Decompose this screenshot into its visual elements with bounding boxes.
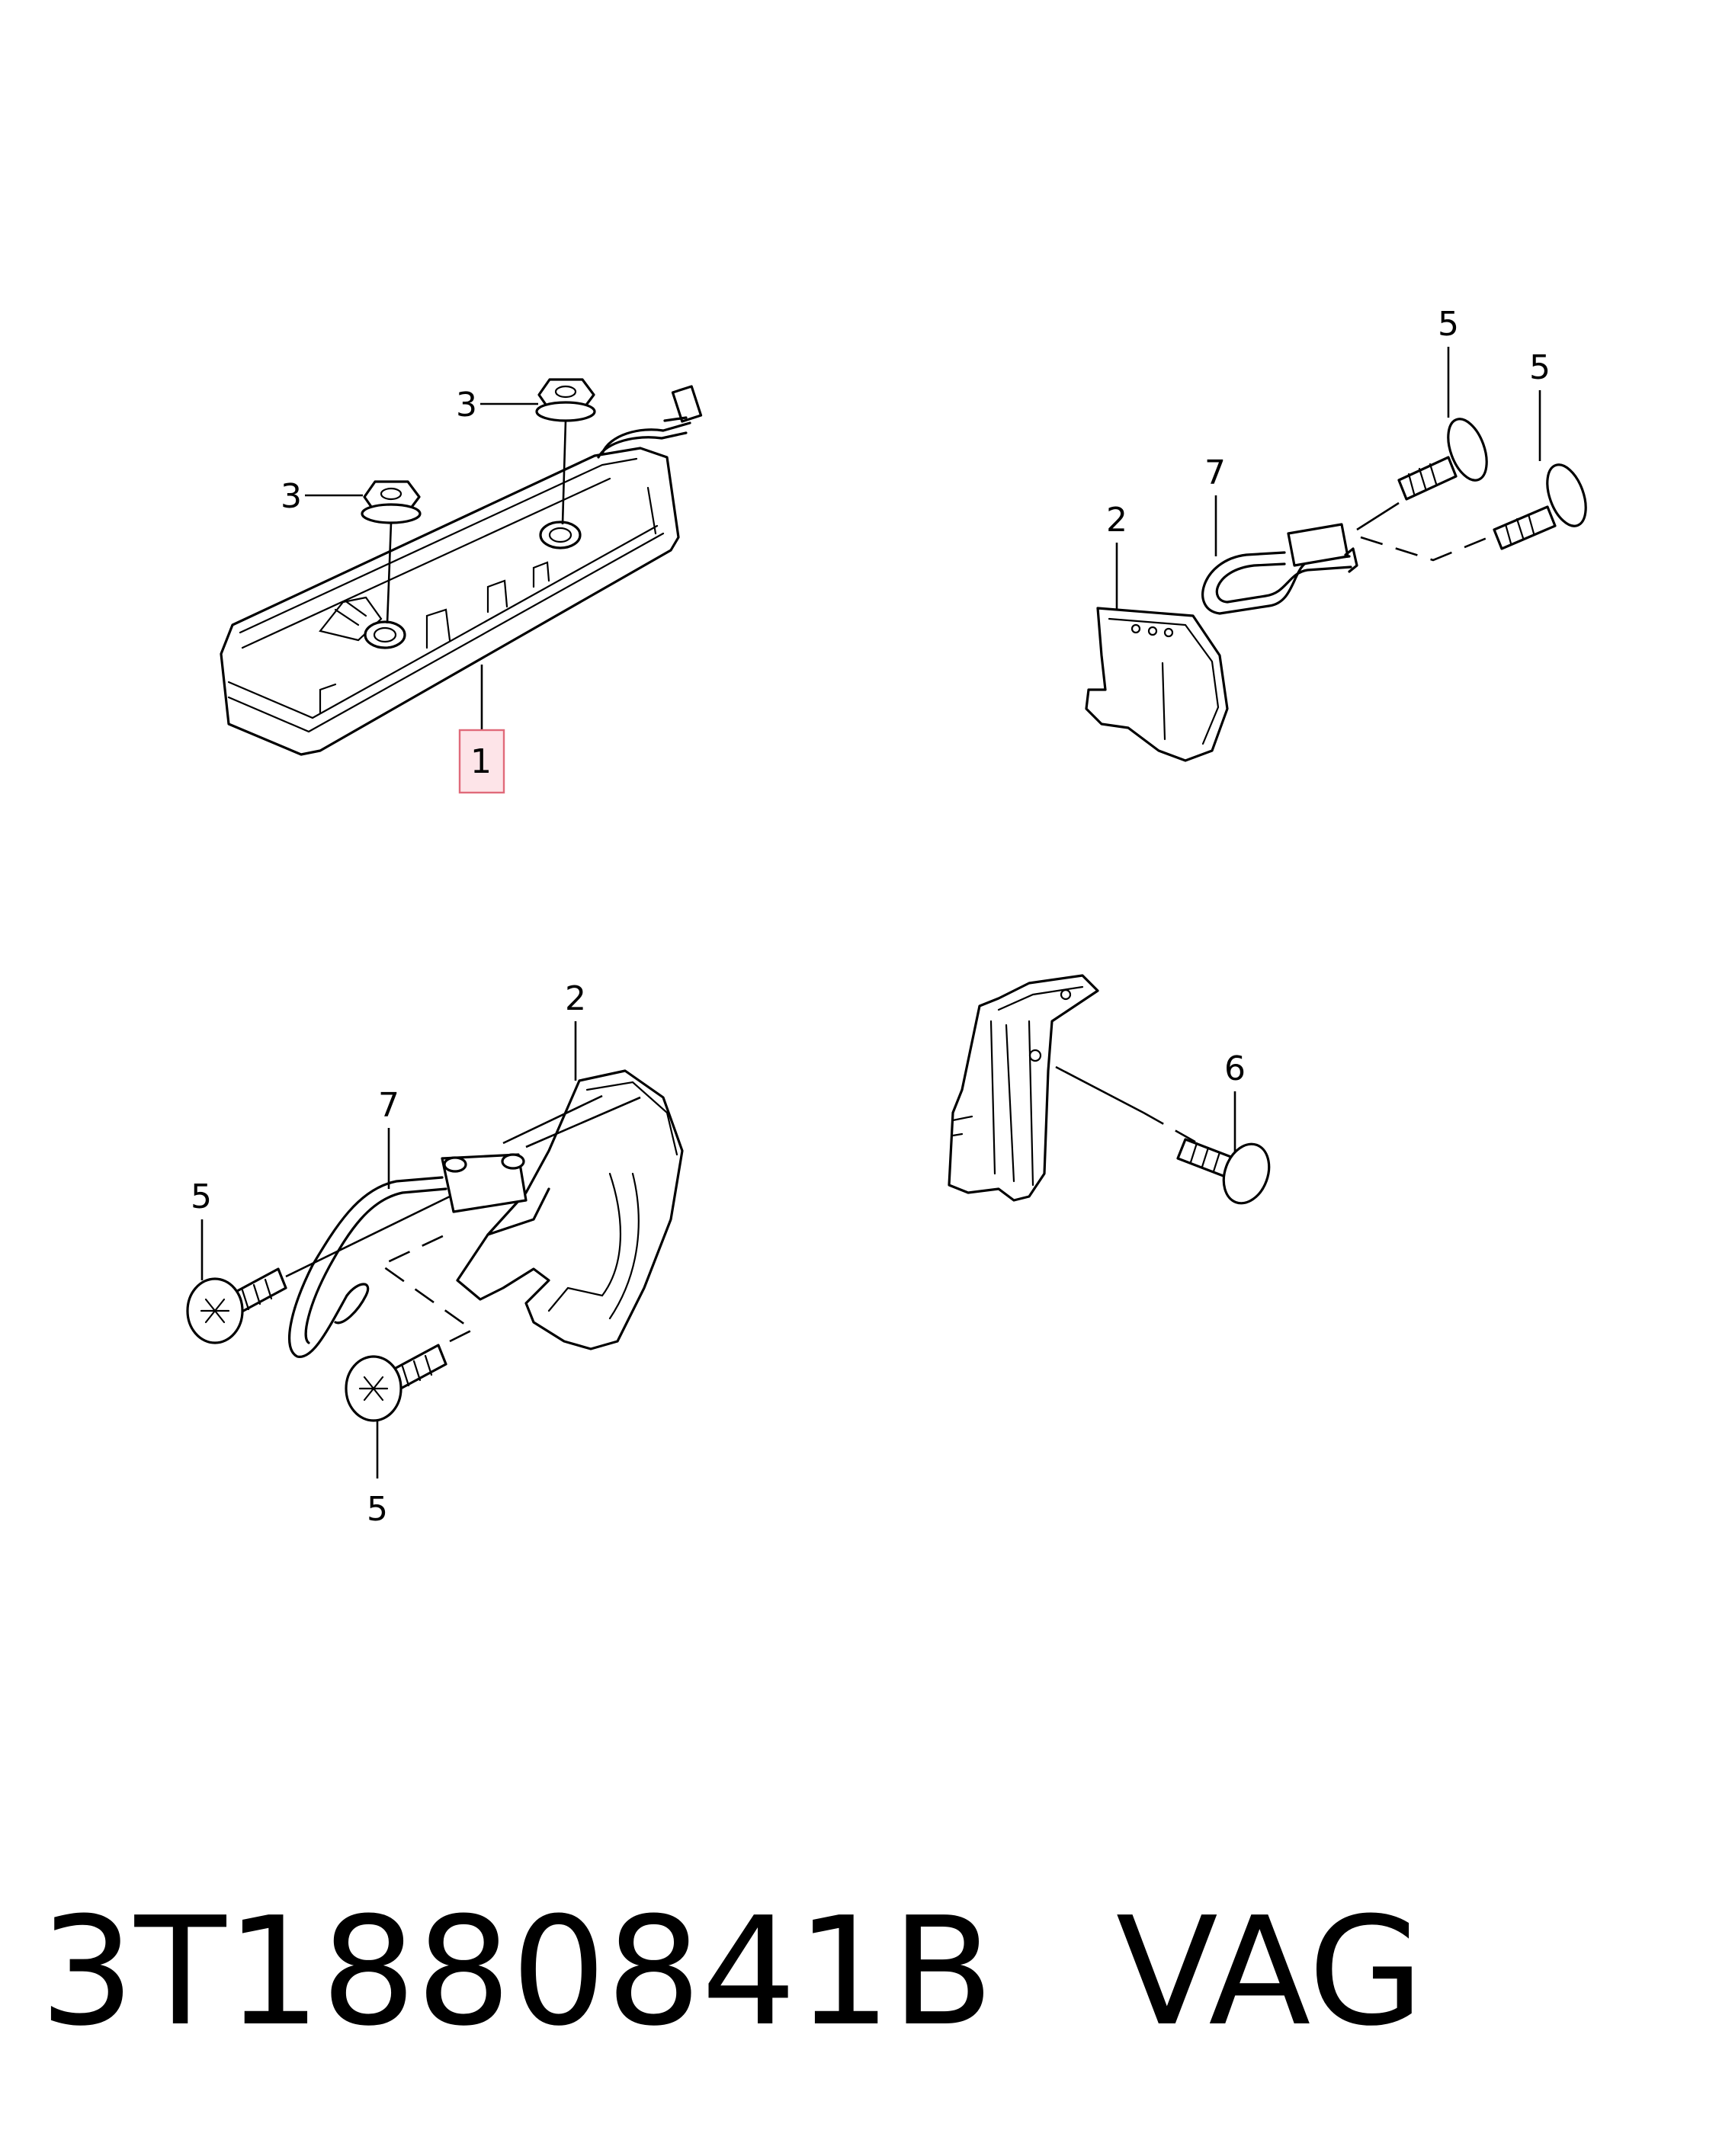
wire-loop-lower xyxy=(288,1176,444,1358)
callout-5-lower-a: 5 xyxy=(191,1177,212,1216)
airbag-module-assembly xyxy=(220,378,703,756)
callout-5-upper-b: 5 xyxy=(1529,348,1551,387)
screw-6 xyxy=(1176,1138,1271,1205)
part-number: 3T1880841B xyxy=(40,1885,994,2059)
stud-boss-left xyxy=(364,620,406,649)
wire-loop xyxy=(1201,551,1351,615)
bracket-assembly-lower xyxy=(186,1069,684,1422)
callout-5-upper-a: 5 xyxy=(1438,305,1459,344)
screw-5-lower-a xyxy=(186,1267,287,1344)
brand-name: VAG xyxy=(1115,1885,1424,2059)
hex-nut-right xyxy=(535,378,596,422)
callout-1: 1 xyxy=(470,742,492,781)
callout-2-upper: 2 xyxy=(1106,501,1127,540)
sensor-bracket xyxy=(948,974,1099,1202)
bracket-lower xyxy=(456,1069,684,1350)
bracket xyxy=(1085,607,1229,762)
stud-boss-right xyxy=(539,521,582,549)
callout-3-right: 3 xyxy=(456,386,477,424)
callout-3-left: 3 xyxy=(281,477,302,516)
screw-5-upper-a xyxy=(1397,418,1488,501)
wire-mount-plate xyxy=(1287,523,1349,567)
sensor-bracket-assembly xyxy=(948,974,1271,1205)
bracket-assembly-upper xyxy=(1085,418,1587,762)
callout-6: 6 xyxy=(1224,1049,1246,1088)
callout-2-lower: 2 xyxy=(565,979,586,1018)
callout-5-lower-b: 5 xyxy=(367,1490,388,1529)
callout-7-lower: 7 xyxy=(378,1086,399,1125)
hex-nut-left xyxy=(361,480,422,524)
callout-7-upper: 7 xyxy=(1204,453,1226,492)
screw-5-lower-b xyxy=(345,1344,447,1422)
callout-1-highlight xyxy=(458,729,505,794)
screw-5-upper-b xyxy=(1493,463,1587,550)
harness-plug xyxy=(671,385,703,423)
